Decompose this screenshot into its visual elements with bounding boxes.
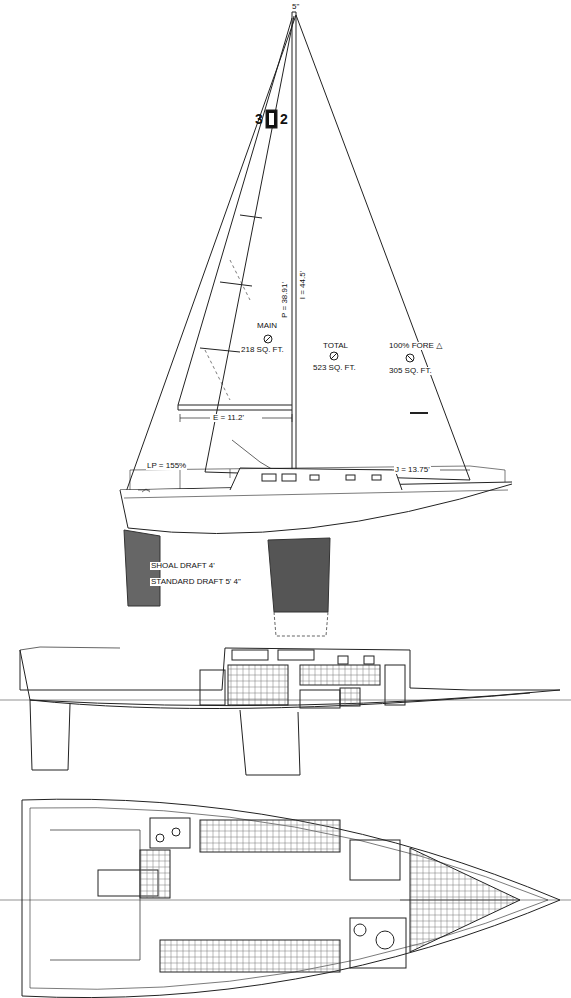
dimension-label: J = 13.75': [394, 466, 431, 474]
dimension-label: MAIN: [256, 322, 278, 330]
dimension-label: P = 38.91': [281, 281, 289, 319]
dimension-label: 523 SQ. FT.: [312, 364, 357, 372]
dimension-label: 3: [254, 112, 264, 126]
interior-profile: [0, 647, 571, 775]
dimension-label: E = 11.2': [212, 414, 245, 422]
hull-profile: [120, 466, 512, 636]
dimension-label: I = 44.5': [299, 270, 307, 300]
dimension-label: 305 SQ. FT.: [388, 367, 433, 375]
dimension-label: 2: [279, 112, 289, 126]
dimension-label: LP = 155%: [146, 462, 187, 470]
dimension-label: TOTAL: [322, 342, 349, 350]
rig: [126, 12, 470, 492]
dimension-label: 100% FORE △: [388, 342, 443, 350]
dimension-label: 218 SQ. FT.: [240, 346, 285, 354]
dimension-label: 5": [291, 3, 300, 11]
dimension-label: SHOAL DRAFT 4': [150, 562, 216, 570]
dimension-label: STANDARD DRAFT 5' 4": [150, 578, 242, 586]
plan-view: [0, 799, 571, 997]
